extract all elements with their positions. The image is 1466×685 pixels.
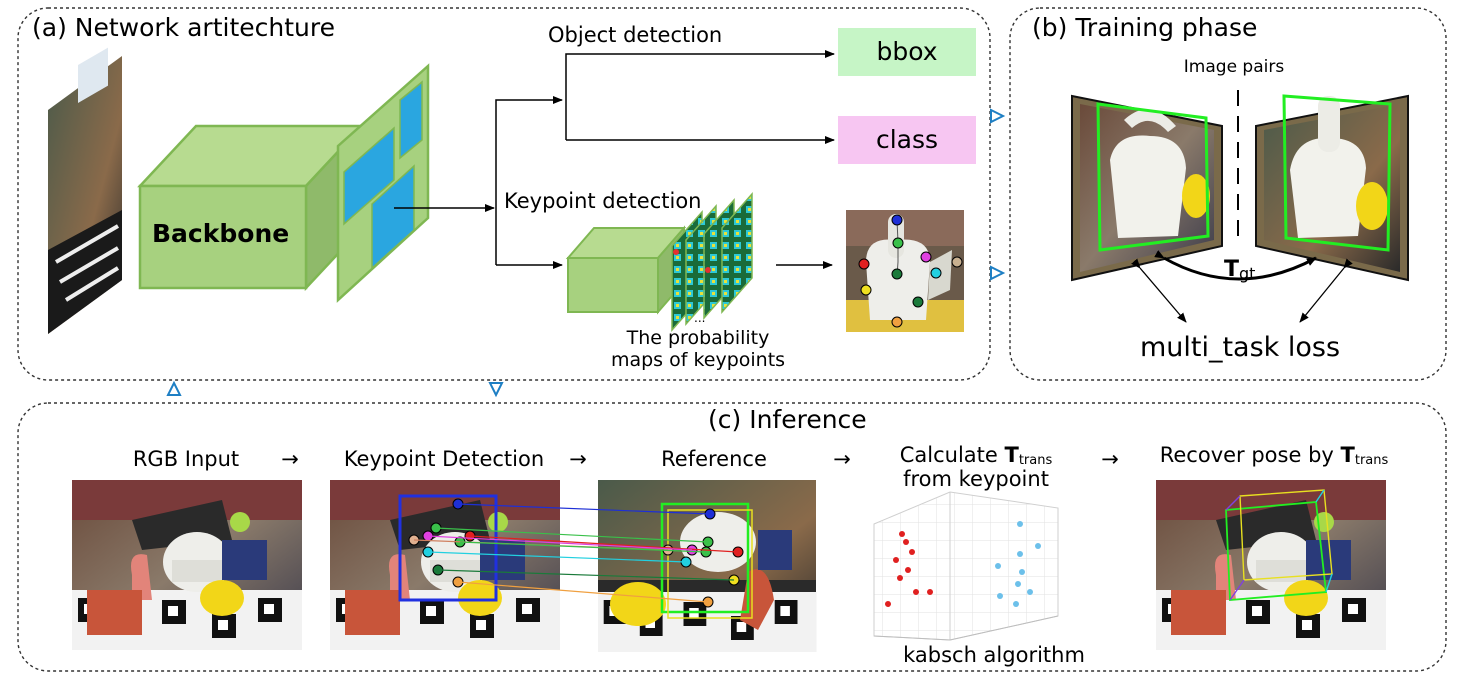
training-image-left [1071, 94, 1223, 282]
step-arrow: → [569, 447, 587, 471]
object-detection-label: Object detection [548, 23, 722, 47]
keypoint-result-image [846, 210, 964, 332]
backbone-block [137, 122, 365, 292]
multi-task-loss-label: multi_task loss [1140, 332, 1340, 363]
step-calculate-label: Calculate Ttrans [900, 443, 1053, 468]
probability-maps-label-line1: The probability [626, 327, 770, 349]
panel-training-border [1009, 7, 1447, 381]
step-calculate-label-line2: from keypoint [903, 467, 1049, 491]
probability-maps [671, 192, 753, 332]
reference-image [598, 480, 817, 652]
class-box [838, 116, 976, 164]
panel-title-network: (a) Network artitechture [32, 13, 335, 42]
probability-maps-label-line2: maps of keypoints [611, 349, 785, 371]
feature-map [336, 63, 430, 303]
left-loss-arrow [1131, 258, 1187, 323]
panel-title-inference: (c) Inference [708, 405, 867, 434]
bbox-box [838, 28, 976, 76]
backbone-label: Backbone [152, 219, 289, 248]
training-image-right [1255, 94, 1409, 282]
step-rgb-input-label: RGB Input [133, 447, 239, 471]
panel-title-training: (b) Training phase [1032, 13, 1257, 42]
connector-right-icon [990, 265, 1006, 281]
correspondence-lines [413, 503, 739, 603]
connector-down-icon [488, 382, 504, 398]
keypoint-detection-image [330, 480, 560, 650]
step-recover-pose-label: Recover pose by Ttrans [1160, 443, 1389, 468]
step-arrow: → [833, 447, 851, 471]
connector-up-icon [166, 380, 182, 396]
kabsch-scatter [873, 491, 1059, 641]
image-pairs-label: Image pairs [1184, 57, 1285, 77]
keypoint-head-block [565, 225, 687, 315]
step-arrow: → [281, 447, 299, 471]
recovered-pose-image [1156, 480, 1386, 650]
tgt-symbol: Tgt [1224, 257, 1255, 283]
keypoint-detection-label: Keypoint detection [504, 189, 701, 213]
step-reference-label: Reference [661, 447, 767, 471]
object-branch-arrow [495, 96, 563, 265]
panel-network-border [17, 7, 991, 381]
right-loss-arrow [1299, 258, 1353, 323]
input-image [48, 47, 122, 334]
panel-inference-border [17, 402, 1447, 672]
maps-ellipsis: ... [694, 311, 705, 325]
step-arrow: → [1101, 447, 1119, 471]
kabsch-label: kabsch algorithm [903, 643, 1085, 667]
step-keypoint-detection-label: Keypoint Detection [344, 447, 544, 471]
class-label: class [876, 125, 938, 154]
bbox-label: bbox [876, 37, 937, 66]
bbox-arrow [565, 50, 835, 140]
rgb-input-image [72, 480, 302, 650]
connector-right-icon [990, 108, 1006, 124]
